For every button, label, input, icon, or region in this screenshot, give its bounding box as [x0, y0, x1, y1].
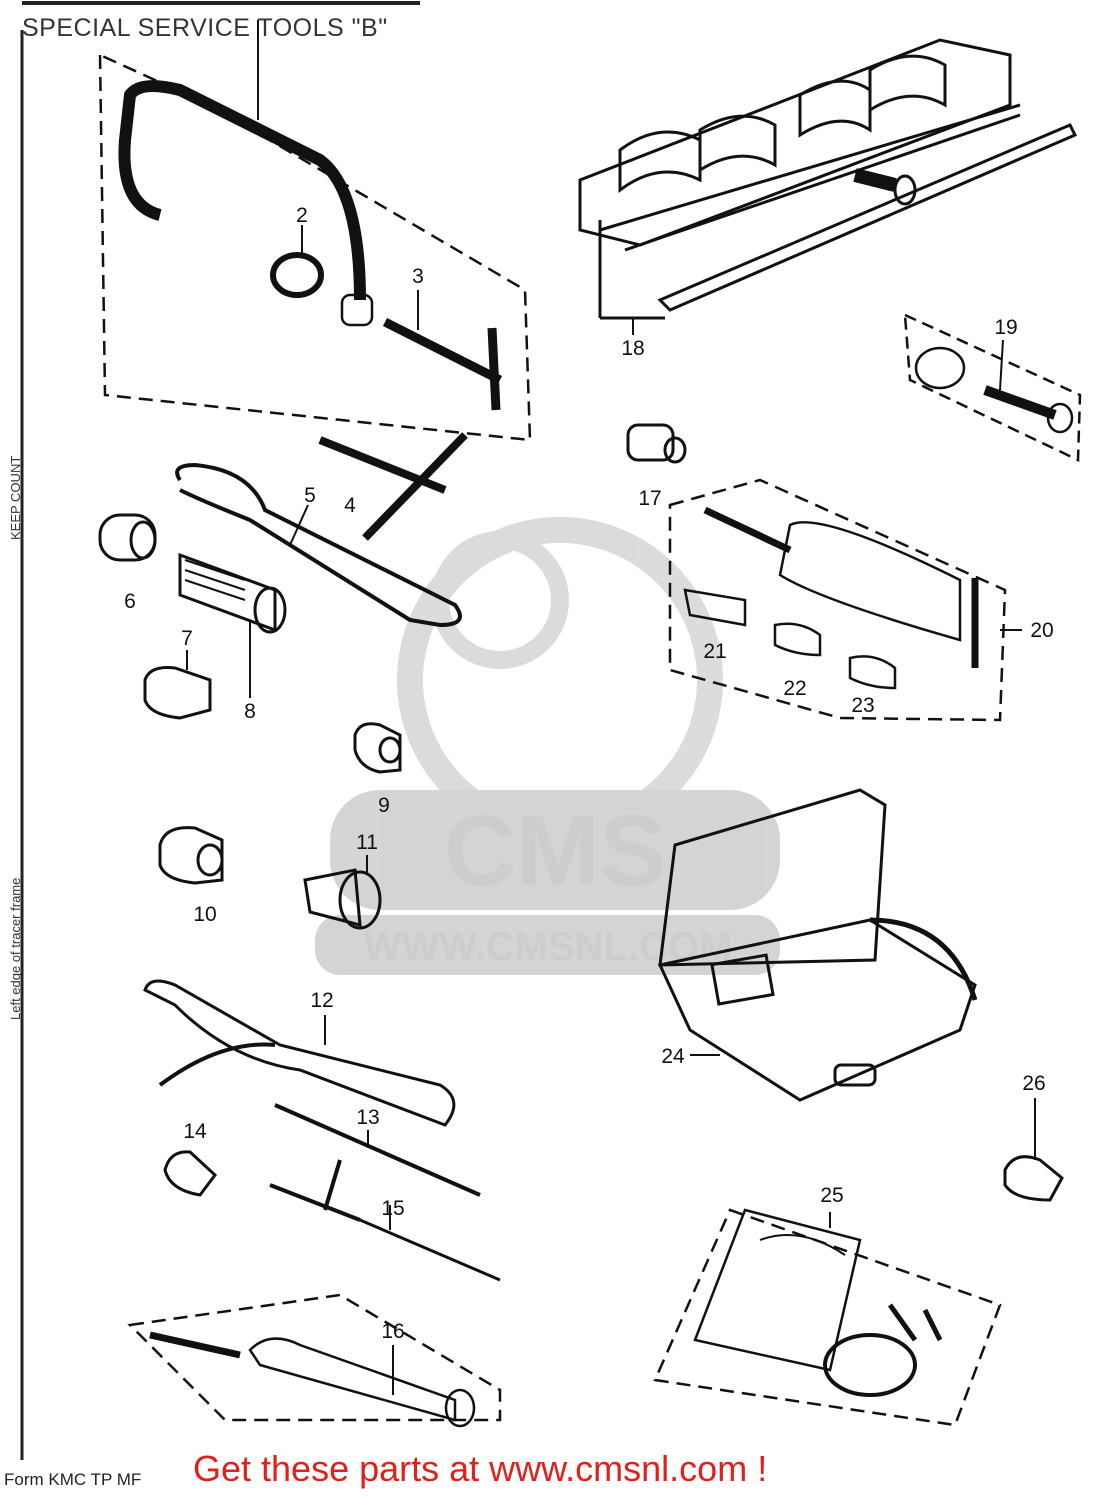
callout-25: 25: [820, 1184, 843, 1207]
callout-16: 16: [381, 1320, 404, 1343]
callout-22: 22: [783, 677, 806, 700]
callout-8: 8: [244, 700, 256, 723]
callout-20: 20: [1030, 619, 1053, 642]
tool-7: [143, 666, 212, 720]
tool-8-knurled: [178, 552, 287, 634]
callout-14: 14: [183, 1120, 207, 1143]
panel-item-16: [127, 1293, 502, 1428]
page-title: SPECIAL SERVICE TOOLS "B": [22, 14, 388, 42]
callout-12: 12: [310, 989, 333, 1012]
callout-11: 11: [356, 831, 378, 854]
tool-19-set: [903, 312, 1082, 462]
tool-9: [353, 722, 402, 774]
footer-cta-link[interactable]: Get these parts at www.cmsnl.com !: [193, 1448, 768, 1489]
tool-17: [626, 423, 687, 464]
panel-item-25: [653, 1208, 1002, 1427]
form-code: Form KMC TP MF: [4, 1470, 142, 1489]
tool-24-tester-case: [657, 788, 978, 1102]
callout-7: 7: [181, 627, 193, 650]
tool-26: [1003, 1155, 1064, 1202]
tool-13-rod: [274, 1103, 481, 1197]
tool-12-pliers: [143, 979, 456, 1127]
tool-11: [303, 868, 382, 930]
tool-10: [158, 826, 224, 885]
watermark-logo: CMS WWW.CMSNL.COM: [315, 517, 780, 975]
callout-15: 15: [381, 1197, 404, 1220]
callout-2: 2: [296, 204, 308, 227]
callout-9: 9: [378, 794, 390, 817]
tool-6: [98, 513, 157, 562]
callout-21: 21: [703, 640, 726, 663]
callout-17: 17: [638, 487, 661, 510]
callout-10: 10: [193, 903, 216, 926]
callout-19: 19: [994, 316, 1017, 339]
callout-26: 26: [1022, 1072, 1045, 1095]
tool-14: [163, 1150, 218, 1197]
callout-24: 24: [661, 1045, 685, 1068]
watermark-brand: CMS: [444, 795, 666, 907]
tool-15: [269, 1159, 501, 1282]
tool-5-hook-wrench: [175, 462, 462, 628]
callout-3: 3: [412, 265, 424, 288]
callout-4: 4: [344, 494, 356, 517]
panel-items-20-23: [668, 478, 1007, 722]
callout-23: 23: [851, 694, 874, 717]
tool-4-t-handle: [318, 432, 468, 541]
callout-18: 18: [621, 337, 644, 360]
callout-5: 5: [304, 484, 316, 507]
callout-6: 6: [124, 590, 136, 613]
tool-18-frame: [578, 38, 1078, 320]
callout-13: 13: [356, 1106, 379, 1129]
panel-items-2-3: [98, 53, 532, 442]
callout-labels: 2 3 4 5 6 7 8 9 10 11 12 13 14 15 16 17 …: [124, 204, 1054, 1343]
